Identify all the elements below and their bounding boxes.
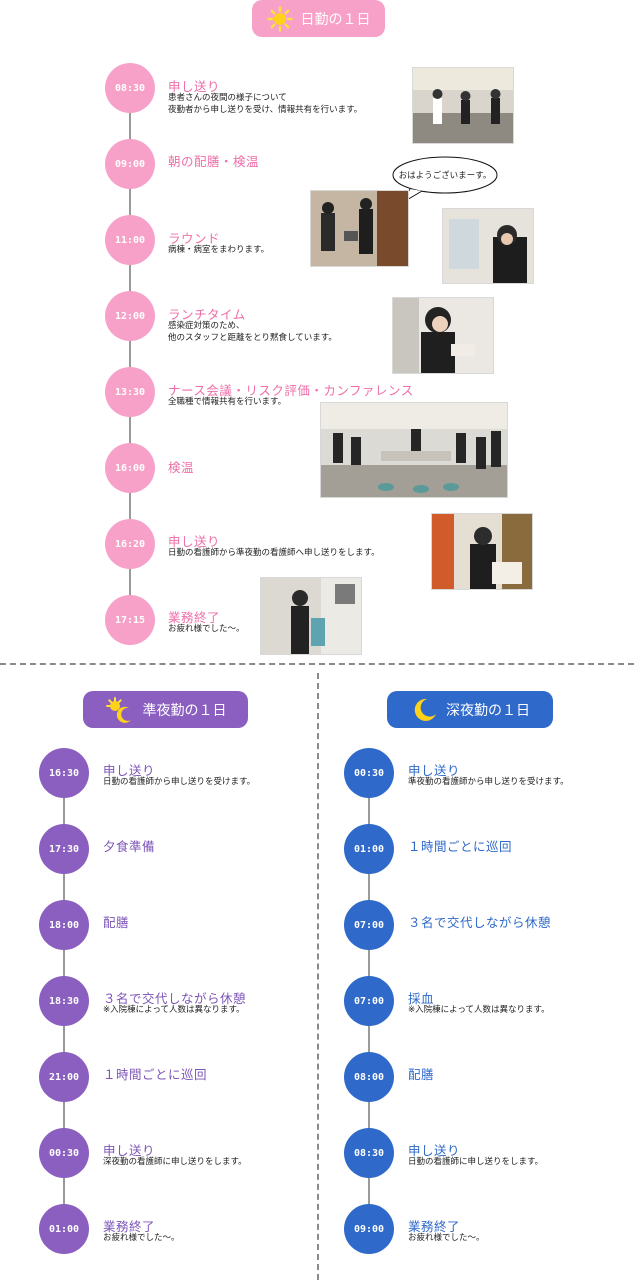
photo-lunch bbox=[392, 297, 494, 374]
time-badge: 00:30 bbox=[39, 1128, 89, 1178]
photo-round-2 bbox=[442, 208, 534, 284]
time-badge: 12:00 bbox=[105, 291, 155, 341]
item-title: １時間ごとに巡回 bbox=[103, 1067, 208, 1082]
item-desc: 深夜勤の看護師に申し送りをします。 bbox=[103, 1157, 247, 1167]
evening-shift-header: 準夜勤の１日 bbox=[83, 691, 248, 728]
photo-round-1 bbox=[310, 190, 409, 267]
day-shift-header: 日勤の１日 bbox=[252, 0, 385, 37]
time-badge: 17:15 bbox=[105, 595, 155, 645]
item-title: 申し送り bbox=[103, 763, 156, 778]
item-title: 業務終了 bbox=[103, 1219, 156, 1234]
sun-moon-icon bbox=[105, 696, 131, 723]
item-title: 採血 bbox=[408, 991, 435, 1006]
time-badge: 18:00 bbox=[39, 900, 89, 950]
photo-end-of-shift bbox=[260, 577, 362, 655]
day-timeline-line bbox=[129, 90, 131, 620]
speech-bubble: おはようございまーす。 bbox=[392, 156, 498, 205]
time-badge: 16:30 bbox=[39, 748, 89, 798]
item-desc: 患者さんの夜間の様子について夜勤者から申し送りを受け、情報共有を行います。 bbox=[168, 93, 363, 115]
time-badge: 09:00 bbox=[344, 1204, 394, 1254]
time-badge: 18:30 bbox=[39, 976, 89, 1026]
item-desc: 日勤の看護師から申し送りを受けます。 bbox=[103, 777, 256, 787]
item-title: 業務終了 bbox=[408, 1219, 461, 1234]
item-desc: 準夜勤の看護師から申し送りを受けます。 bbox=[408, 777, 569, 787]
photo-conference bbox=[320, 402, 508, 498]
time-badge: 07:00 bbox=[344, 900, 394, 950]
item-desc: 全職種で情報共有を行います。 bbox=[168, 397, 287, 407]
time-badge: 09:00 bbox=[105, 139, 155, 189]
time-badge: 17:30 bbox=[39, 824, 89, 874]
item-title: ランチタイム bbox=[168, 307, 246, 322]
item-title: ラウンド bbox=[168, 231, 221, 246]
horizontal-divider bbox=[0, 663, 634, 665]
item-desc: お疲れ様でした〜。 bbox=[408, 1233, 485, 1243]
item-desc: ※入院棟によって人数は異なります。 bbox=[408, 1005, 550, 1015]
day-shift-title: 日勤の１日 bbox=[300, 11, 371, 28]
item-title: 検温 bbox=[168, 460, 195, 475]
evening-shift-title: 準夜勤の１日 bbox=[142, 702, 227, 719]
item-title: 配膳 bbox=[408, 1067, 435, 1082]
item-title: 朝の配膳・検温 bbox=[168, 154, 260, 169]
sun-icon bbox=[266, 5, 293, 32]
time-badge: 21:00 bbox=[39, 1052, 89, 1102]
photo-handover-evening bbox=[431, 513, 533, 590]
item-title: 夕食準備 bbox=[103, 839, 156, 854]
time-badge: 00:30 bbox=[344, 748, 394, 798]
item-title: ３名で交代しながら休憩 bbox=[103, 991, 247, 1006]
item-desc: 病棟・病室をまわります。 bbox=[168, 245, 270, 255]
item-desc: 日勤の看護師に申し送りをします。 bbox=[408, 1157, 544, 1167]
time-badge: 13:30 bbox=[105, 367, 155, 417]
item-title: 申し送り bbox=[168, 534, 221, 549]
item-title: 業務終了 bbox=[168, 610, 221, 625]
time-badge: 16:20 bbox=[105, 519, 155, 569]
item-title: 申し送り bbox=[408, 1143, 461, 1158]
item-title: ３名で交代しながら休憩 bbox=[408, 915, 552, 930]
photo-handover-morning bbox=[412, 67, 514, 144]
vertical-divider bbox=[317, 673, 319, 1280]
time-badge: 08:30 bbox=[344, 1128, 394, 1178]
night-shift-title: 深夜勤の１日 bbox=[446, 702, 530, 719]
item-title: １時間ごとに巡回 bbox=[408, 839, 513, 854]
item-title: ナース会議・リスク評価・カンファレンス bbox=[168, 383, 414, 398]
time-badge: 11:00 bbox=[105, 215, 155, 265]
item-desc: お疲れ様でした〜。 bbox=[168, 624, 245, 634]
time-badge: 08:30 bbox=[105, 63, 155, 113]
item-title: 配膳 bbox=[103, 915, 130, 930]
night-shift-header: 深夜勤の１日 bbox=[387, 691, 553, 728]
time-badge: 01:00 bbox=[344, 824, 394, 874]
time-badge: 01:00 bbox=[39, 1204, 89, 1254]
item-desc: 感染症対策のため、他のスタッフと距離をとり黙食しています。 bbox=[168, 321, 337, 343]
item-title: 申し送り bbox=[408, 763, 461, 778]
time-badge: 07:00 bbox=[344, 976, 394, 1026]
item-title: 申し送り bbox=[168, 79, 221, 94]
item-desc: 日勤の看護師から準夜勤の看護師へ申し送りをします。 bbox=[168, 548, 380, 558]
moon-icon bbox=[414, 698, 436, 721]
time-badge: 16:00 bbox=[105, 443, 155, 493]
item-desc: お疲れ様でした〜。 bbox=[103, 1233, 180, 1243]
time-badge: 08:00 bbox=[344, 1052, 394, 1102]
item-desc: ※入院棟によって人数は異なります。 bbox=[103, 1005, 245, 1015]
item-title: 申し送り bbox=[103, 1143, 156, 1158]
